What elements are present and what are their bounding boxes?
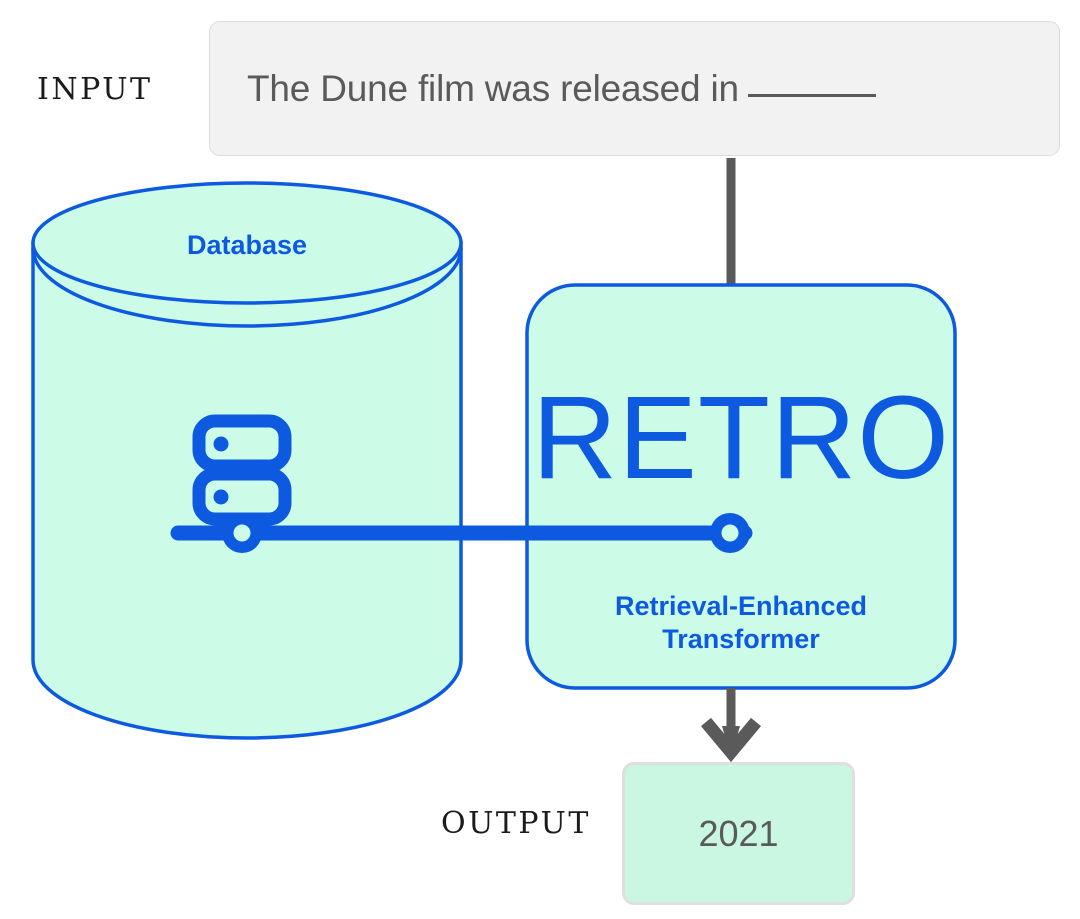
- database-cylinder[interactable]: Database: [31, 181, 463, 740]
- input-blank-underline: [747, 68, 876, 97]
- database-label: Database: [187, 230, 307, 260]
- arrow-model-to-output: [701, 688, 761, 763]
- output-label: OUTPUT: [441, 806, 591, 841]
- input-textbox[interactable]: The Dune film was released in: [209, 21, 1060, 156]
- output-valuebox[interactable]: 2021: [622, 762, 855, 905]
- output-value: 2021: [698, 812, 779, 854]
- input-prompt-value: The Dune film was released in: [247, 67, 739, 109]
- retro-model-box[interactable]: [525, 283, 957, 690]
- input-label: INPUT: [37, 72, 153, 107]
- input-prompt-text: The Dune film was released in: [247, 68, 876, 110]
